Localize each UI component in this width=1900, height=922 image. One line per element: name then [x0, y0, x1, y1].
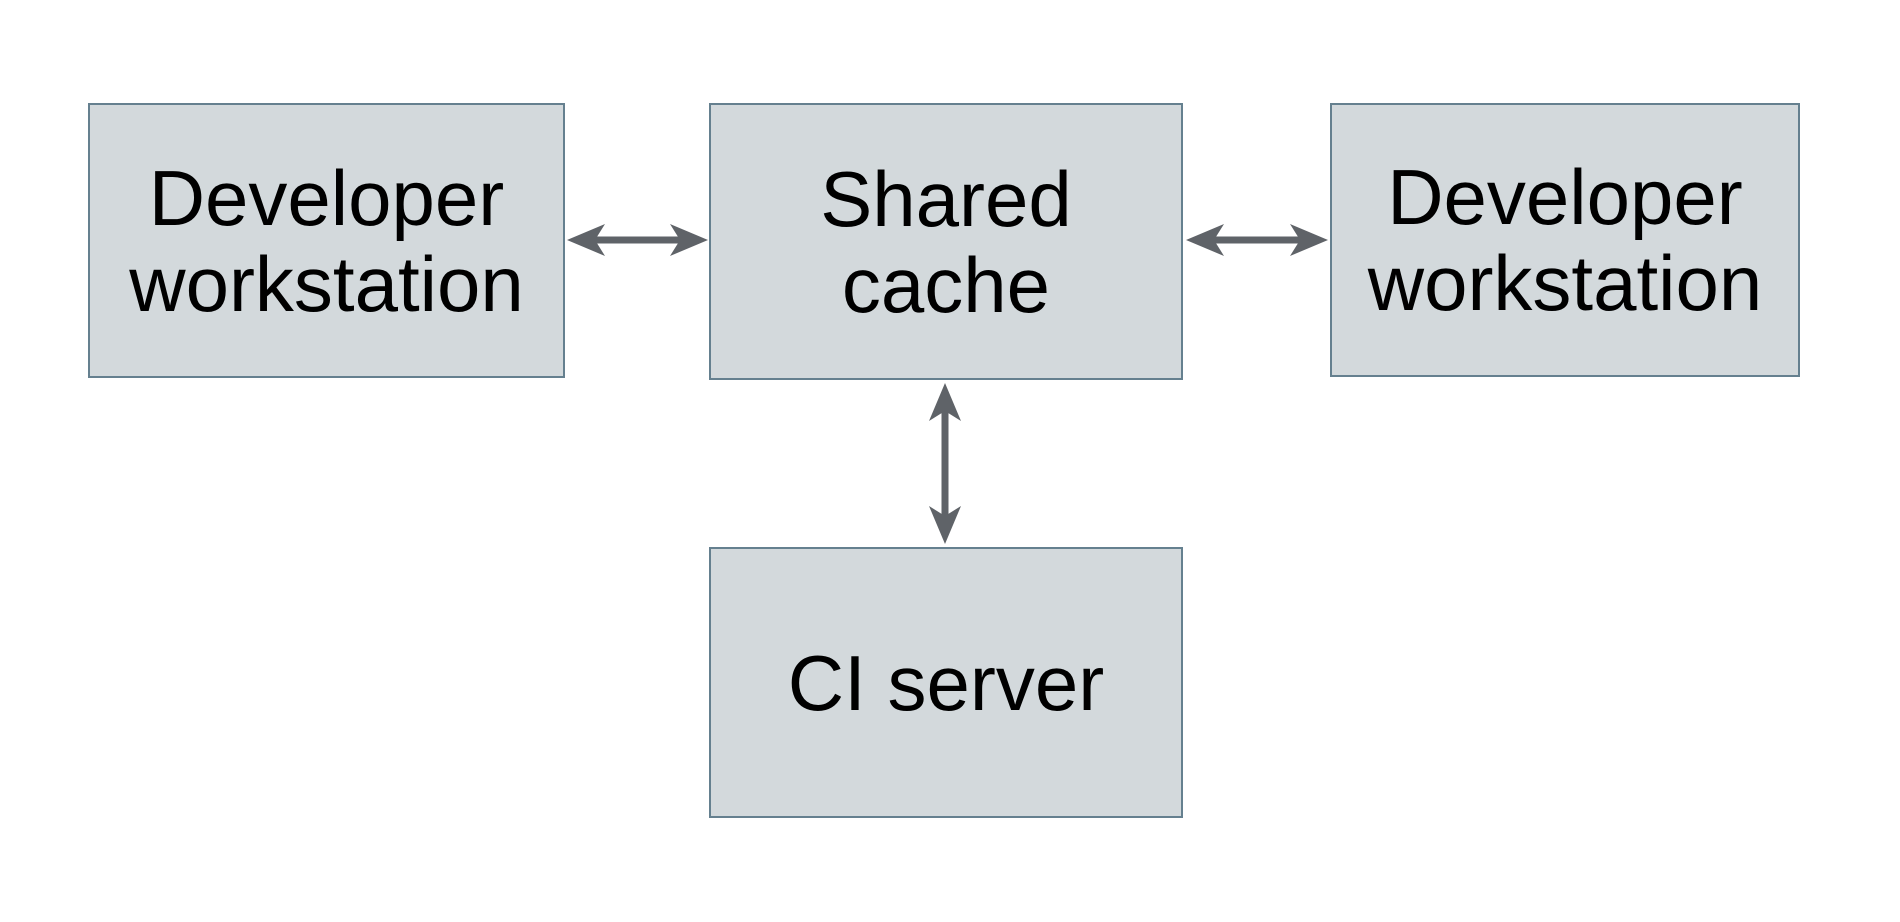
arrow-shared-cache-workstation-right [1186, 224, 1328, 256]
node-ci-server-label: CI server [787, 638, 1105, 727]
arrow-workstation-left-shared-cache [567, 224, 708, 256]
node-developer-workstation-left: Developer workstation [88, 103, 565, 378]
node-developer-workstation-right-label: Developer workstation [1367, 153, 1763, 327]
node-ci-server: CI server [709, 547, 1183, 818]
node-shared-cache-label: Shared cache [820, 154, 1072, 329]
node-shared-cache: Shared cache [709, 103, 1183, 380]
arrow-shared-cache-ci-server [929, 383, 961, 544]
node-developer-workstation-right: Developer workstation [1330, 103, 1800, 377]
node-developer-workstation-left-label: Developer workstation [129, 153, 524, 328]
